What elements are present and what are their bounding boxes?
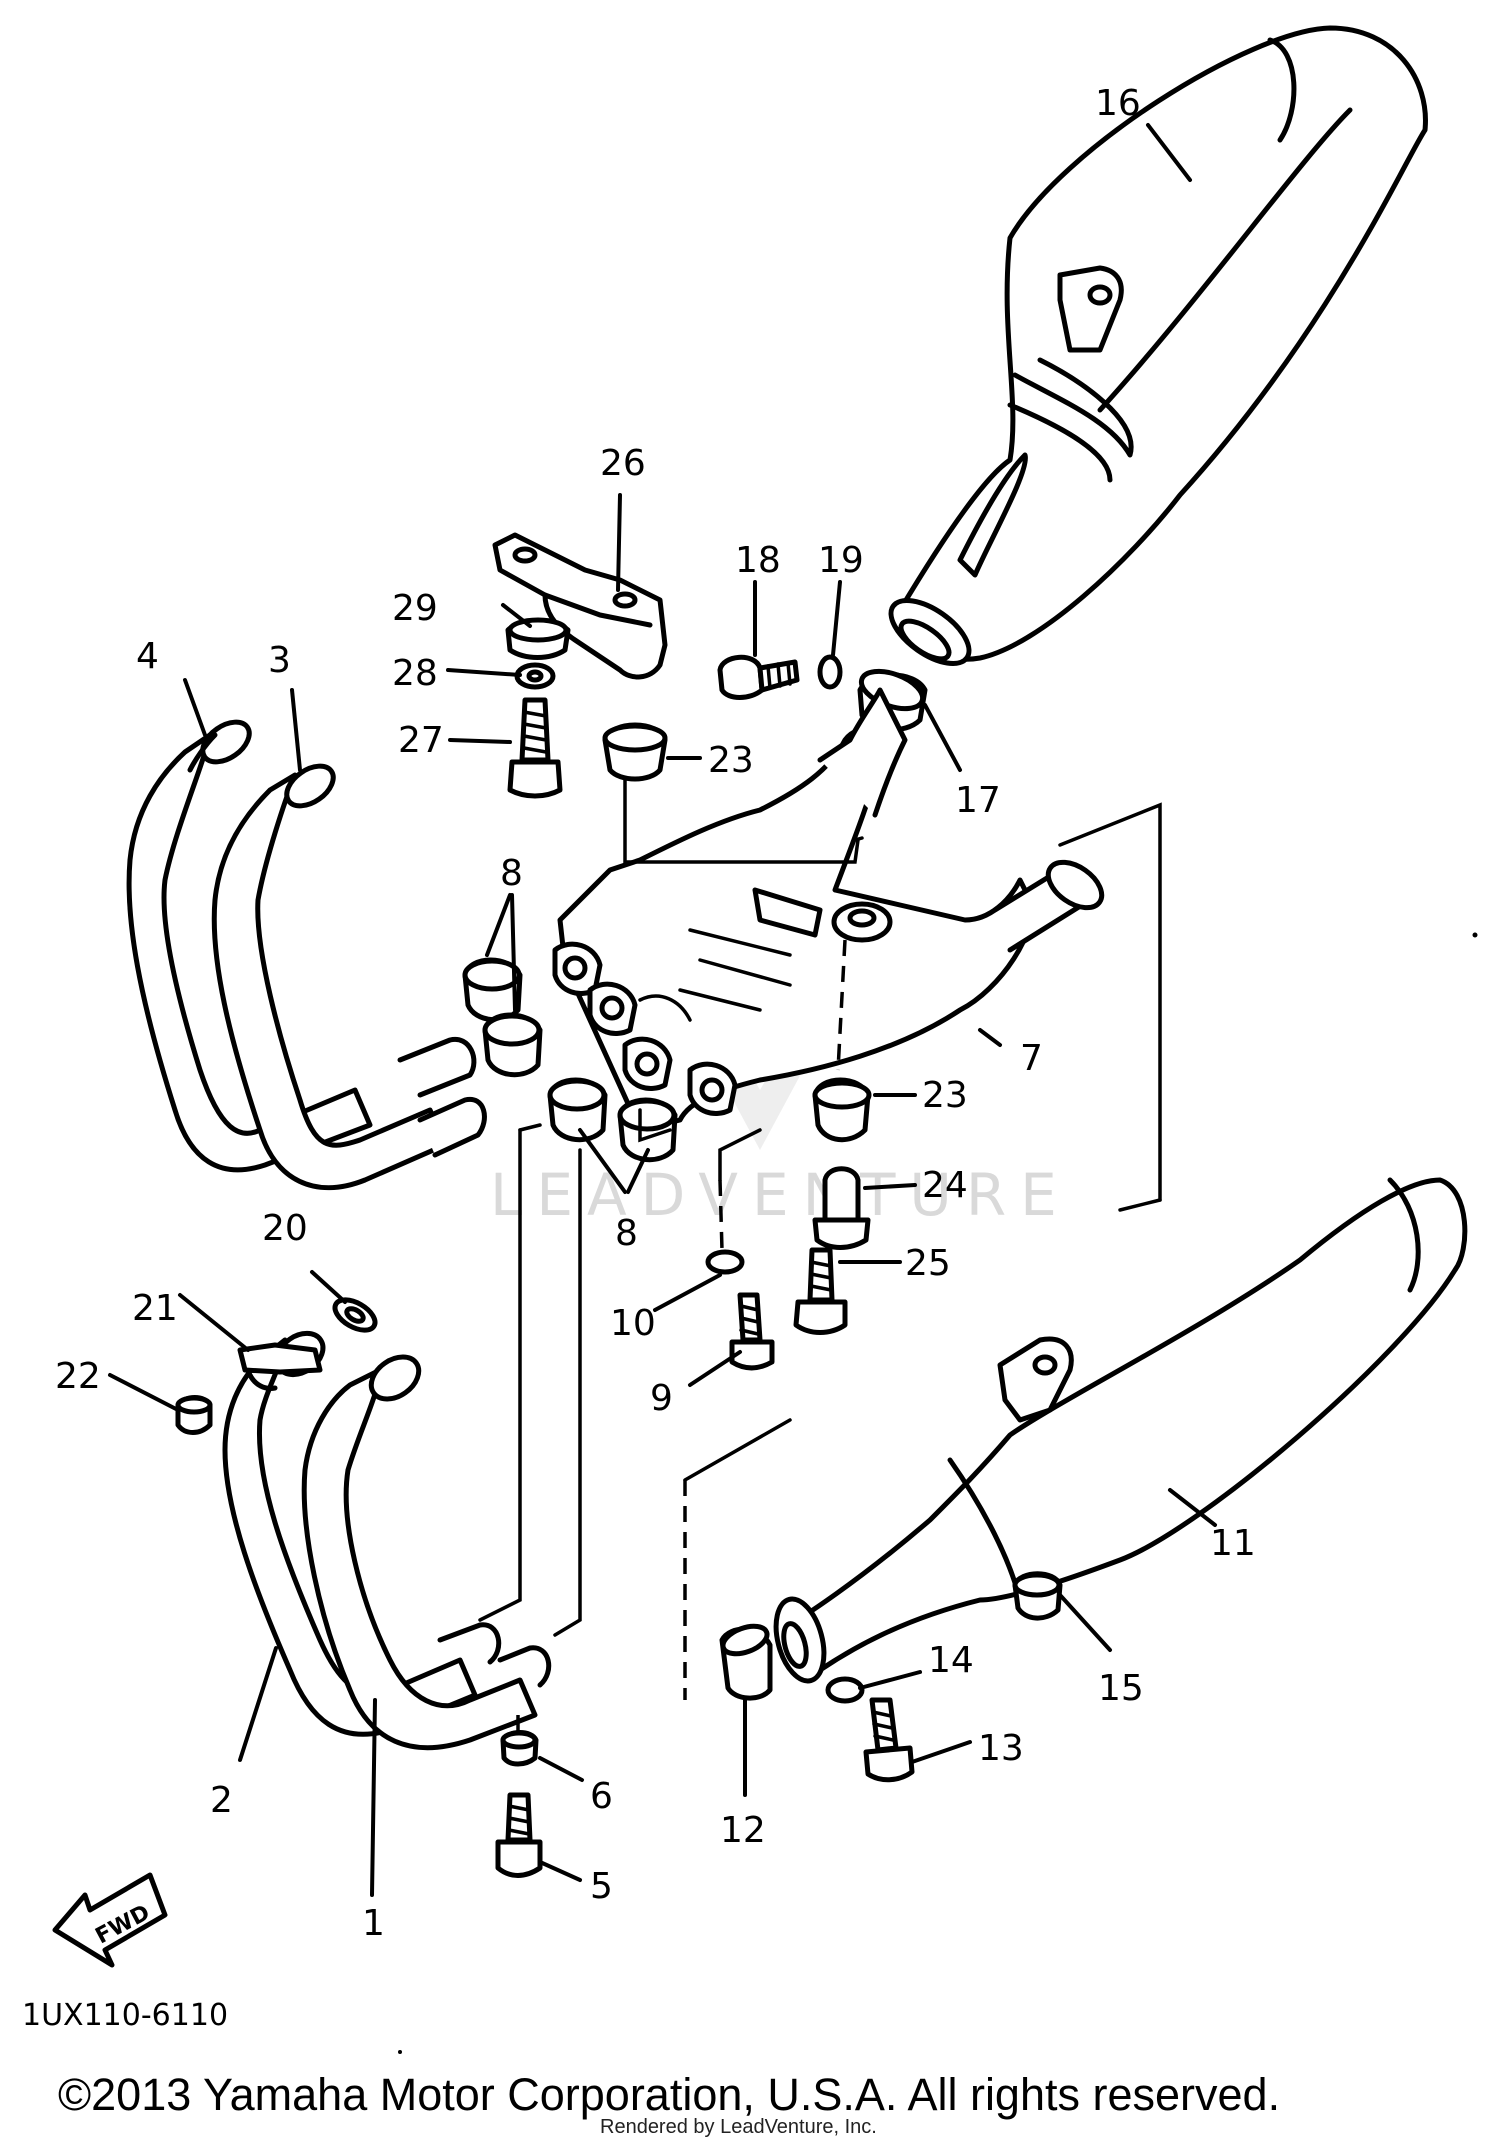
bolt-9[interactable] [729,1292,775,1371]
callout-11: 11 [1210,1523,1256,1564]
diagram-code: 1UX110-6110 [22,1998,228,2033]
callout-28: 28 [392,653,438,694]
collar-24[interactable] [812,1166,871,1250]
callout-7: 7 [1020,1038,1043,1079]
muffler-lower[interactable] [768,1177,1468,1686]
exhaust-pipe-3[interactable] [211,758,487,1191]
callout-10: 10 [610,1303,656,1344]
bolt-18[interactable] [717,654,800,700]
callout-25: 25 [905,1243,951,1284]
bolt-13[interactable] [863,1697,915,1783]
callout-23-lower: 23 [922,1075,968,1116]
assembly-lines [478,778,1162,1735]
callout-29: 29 [392,588,438,629]
callout-4: 4 [136,636,159,677]
callout-2: 2 [210,1780,233,1821]
callout-16: 16 [1095,83,1141,124]
callout-9: 9 [650,1378,673,1419]
muffler-upper[interactable] [881,25,1428,676]
mount-bracket[interactable] [492,532,668,680]
bolt-5[interactable] [495,1792,543,1878]
callout-18: 18 [735,540,781,581]
callout-3: 3 [268,640,291,681]
forward-arrow: FWD [52,1872,168,1968]
callout-5: 5 [590,1866,613,1907]
grommet-23-lower[interactable] [812,1077,872,1143]
nut-29[interactable] [505,617,571,660]
callout-22: 22 [55,1356,101,1397]
exhaust-pipe-4[interactable] [126,714,373,1173]
gasket-8-lower-b[interactable] [617,1097,678,1163]
gasket-12[interactable] [719,1621,773,1701]
callout-14: 14 [928,1640,974,1681]
collector-pipe[interactable] [552,687,1110,1133]
callout-13: 13 [978,1728,1024,1769]
callout-6: 6 [590,1776,613,1817]
clamp-21[interactable] [237,1342,323,1391]
callout-20: 20 [262,1208,308,1249]
exhaust-pipe-1[interactable] [301,1348,552,1751]
washer-10[interactable] [705,1249,745,1275]
callout-19: 19 [818,540,864,581]
callout-26: 26 [600,443,646,484]
gasket-8-lower-a[interactable] [547,1077,608,1143]
copyright-text: ©2013 Yamaha Motor Corporation, U.S.A. A… [58,2069,1280,2120]
callout-leaders [108,123,1217,1897]
washer-6[interactable] [500,1730,539,1767]
washer-20[interactable] [330,1294,380,1337]
washer-28[interactable] [514,662,556,690]
washer-14[interactable] [825,1676,865,1704]
callout-numbers: 16 26 29 28 27 18 19 17 23 4 3 8 8 7 23 … [55,83,1256,1944]
callout-1: 1 [362,1903,385,1944]
bolt-27[interactable] [507,697,563,799]
gasket-8-upper-b[interactable] [482,1012,543,1078]
callout-8-upper: 8 [500,853,523,894]
bolt-25[interactable] [793,1247,848,1335]
callout-21: 21 [132,1288,178,1329]
washer-19[interactable] [817,654,843,690]
callout-15: 15 [1098,1668,1144,1709]
callout-8-lower: 8 [615,1213,638,1254]
callout-24: 24 [922,1165,968,1206]
callout-27: 27 [398,720,444,761]
callout-12: 12 [720,1810,766,1851]
rendered-by-text: Rendered by LeadVenture, Inc. [600,2116,877,2138]
watermark: LEADVENTURE [490,1161,1071,1229]
collector-inlets [552,941,738,1116]
callout-23-upper: 23 [708,740,754,781]
callout-17: 17 [955,780,1001,821]
grommet-15[interactable] [1012,1571,1063,1621]
nut-22[interactable] [175,1395,213,1435]
grommet-23-upper[interactable] [602,722,668,782]
gasket-8-upper-a[interactable] [462,957,523,1023]
